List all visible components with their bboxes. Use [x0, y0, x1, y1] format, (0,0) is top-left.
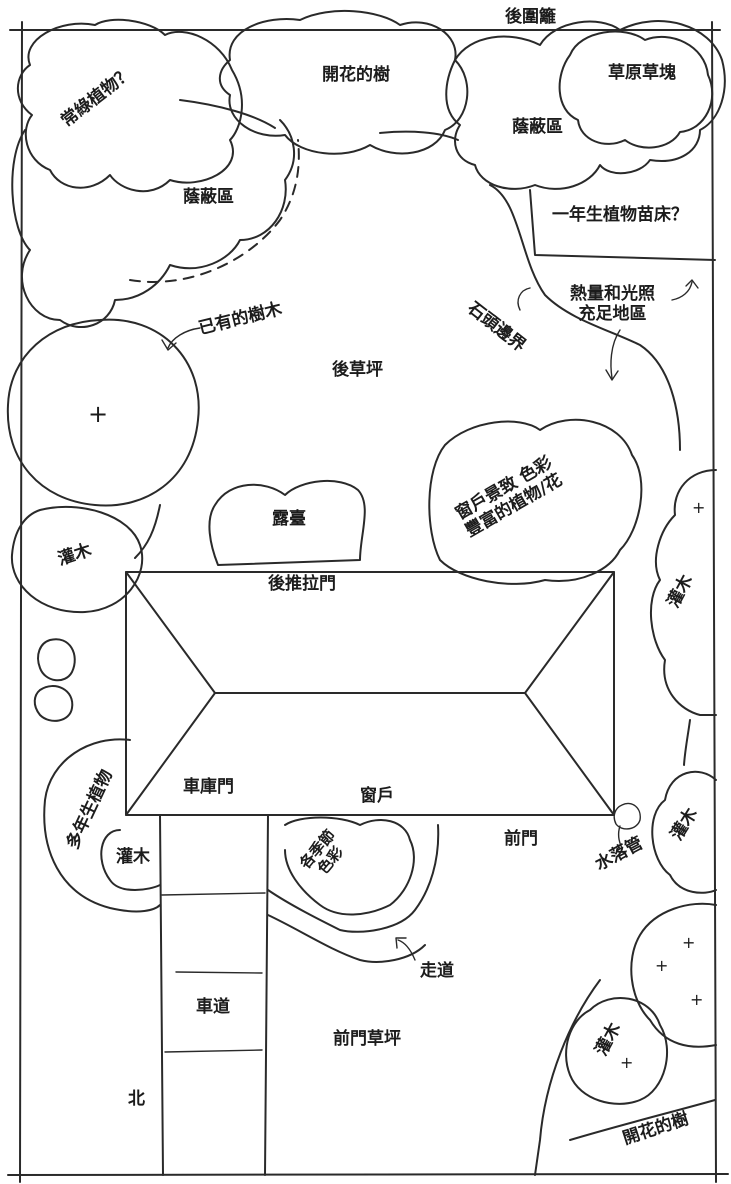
driveway-lines — [159, 814, 269, 1176]
sliding-door-label: 後推拉門 — [268, 574, 336, 594]
flower-marker-4: + — [620, 1053, 634, 1072]
back-fence-label: 後圍籬 — [505, 7, 556, 27]
prairie-sod-label: 草原草塊 — [608, 63, 676, 83]
front-lawn-label: 前門草坪 — [333, 1029, 401, 1049]
driveway-label: 車道 — [196, 997, 230, 1017]
shrub-right-low — [651, 770, 717, 894]
shade-right-label: 蔭蔽區 — [512, 117, 563, 137]
shrub-left — [10, 506, 144, 614]
annual-bed — [529, 189, 716, 261]
annotation-arrows — [161, 279, 699, 961]
flowering-tree-top — [218, 10, 469, 155]
flower-marker-1: + — [682, 933, 696, 952]
flower-marker-2: + — [655, 956, 669, 975]
shrub-right-marker: + — [692, 498, 706, 517]
window-flowers-cloud — [428, 418, 643, 585]
window-label: 窗戶 — [360, 786, 394, 806]
back-lawn-label: 後草坪 — [332, 360, 383, 380]
north-label: 北 — [128, 1089, 145, 1109]
shade-left-label: 蔭蔽區 — [183, 187, 234, 207]
existing-tree-center-marker: + — [88, 400, 109, 428]
garage-door-label: 車庫門 — [183, 777, 234, 797]
flowering-tree-bottom — [630, 902, 717, 1048]
property-boundary — [7, 21, 729, 1183]
annual-bed-label: 一年生植物苗床？ — [552, 205, 688, 225]
shrub-right-mid — [649, 469, 717, 716]
shrub-left-low-label: 灌木 — [116, 847, 150, 867]
evergreen-cloud — [16, 18, 243, 193]
shade-dashed-edge — [129, 139, 300, 283]
shade-cloud-right — [445, 20, 726, 190]
patio-label: 露臺 — [272, 509, 306, 529]
perennials-bed — [43, 738, 161, 913]
flowering-tree-top-label: 開花的樹 — [322, 65, 390, 85]
prairie-sod-cloud — [558, 30, 714, 149]
shrub-bottom-right — [565, 997, 669, 1105]
sunny-area-line2: 充足地區 — [578, 303, 647, 324]
walkway-lines — [267, 824, 440, 933]
downspout-circle — [613, 802, 641, 830]
stone-edge-line — [489, 184, 681, 451]
seasonal-color-bed — [284, 816, 415, 916]
patio-shape — [208, 479, 366, 566]
front-door-label: 前門 — [504, 829, 538, 849]
sunny-area-label: 熱量和光照 充足地區 — [570, 284, 655, 324]
walkway-label: 走道 — [420, 961, 454, 981]
shade-cloud-left — [11, 119, 296, 329]
flower-marker-3: + — [690, 990, 704, 1009]
sunny-area-line1: 熱量和光照 — [570, 284, 655, 304]
existing-tree-circle — [6, 318, 200, 507]
